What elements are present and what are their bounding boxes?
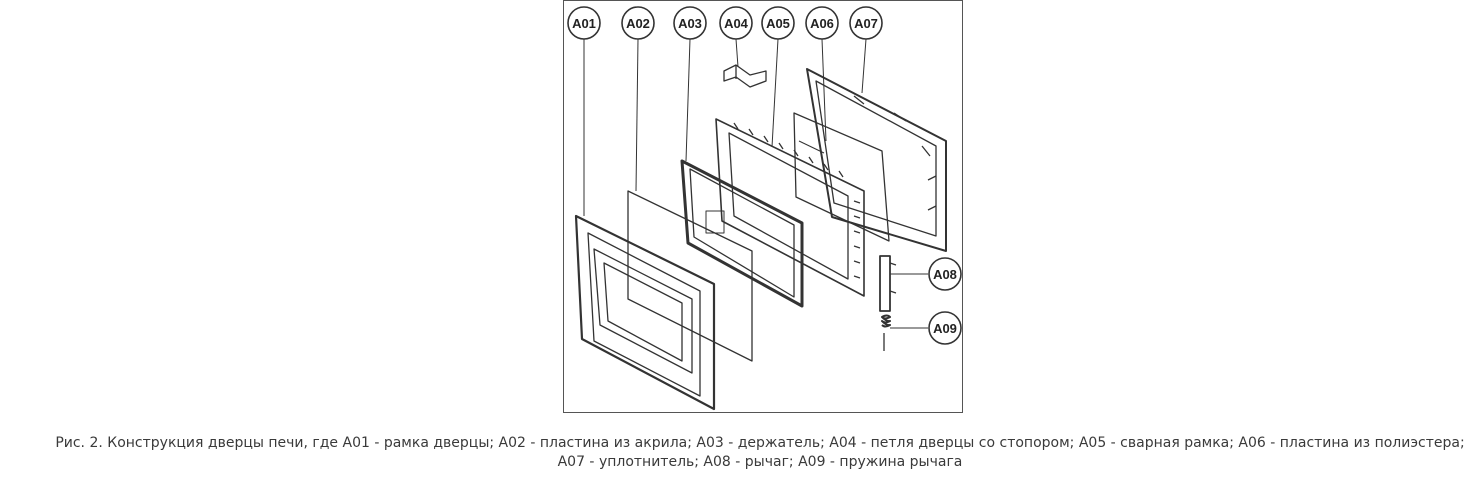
callout-label: A05 [766,16,790,31]
callout-a07: A07 [849,6,883,40]
callout-a08: A08 [928,257,962,291]
callout-a02: A02 [621,6,655,40]
part-a09-spring [881,314,891,351]
callout-a03: A03 [673,6,707,40]
callout-label: A06 [810,16,834,31]
leader-lines [583,38,928,329]
part-a03-holder [680,159,804,308]
part-a06-polyester-plate [793,112,890,242]
figure-frame: A01 A02 A03 A04 A05 A06 A07 A08 [563,0,963,413]
door-exploded-diagram: A01 A02 A03 A04 A05 A06 A07 A08 [567,6,962,411]
callout-a06: A06 [805,6,839,40]
callout-label: A07 [854,16,878,31]
callout-label: A01 [572,16,596,31]
part-a08-lever [879,255,897,312]
callout-a01: A01 [567,6,601,40]
callout-label: A09 [933,321,957,336]
part-a04-hinge [723,64,767,88]
callout-a09: A09 [928,311,962,345]
part-a07-gasket [806,68,947,252]
callout-label: A04 [724,16,749,31]
callout-label: A02 [626,16,650,31]
figure-caption: Рис. 2. Конструкция дверцы печи, где A01… [55,435,1465,470]
part-a02-acrylic-plate [627,190,753,362]
part-a01-door-frame [574,214,716,411]
callout-label: A08 [933,267,957,282]
callout-a04: A04 [719,6,753,40]
callout-label: A03 [678,16,702,31]
callout-a05: A05 [761,6,795,40]
